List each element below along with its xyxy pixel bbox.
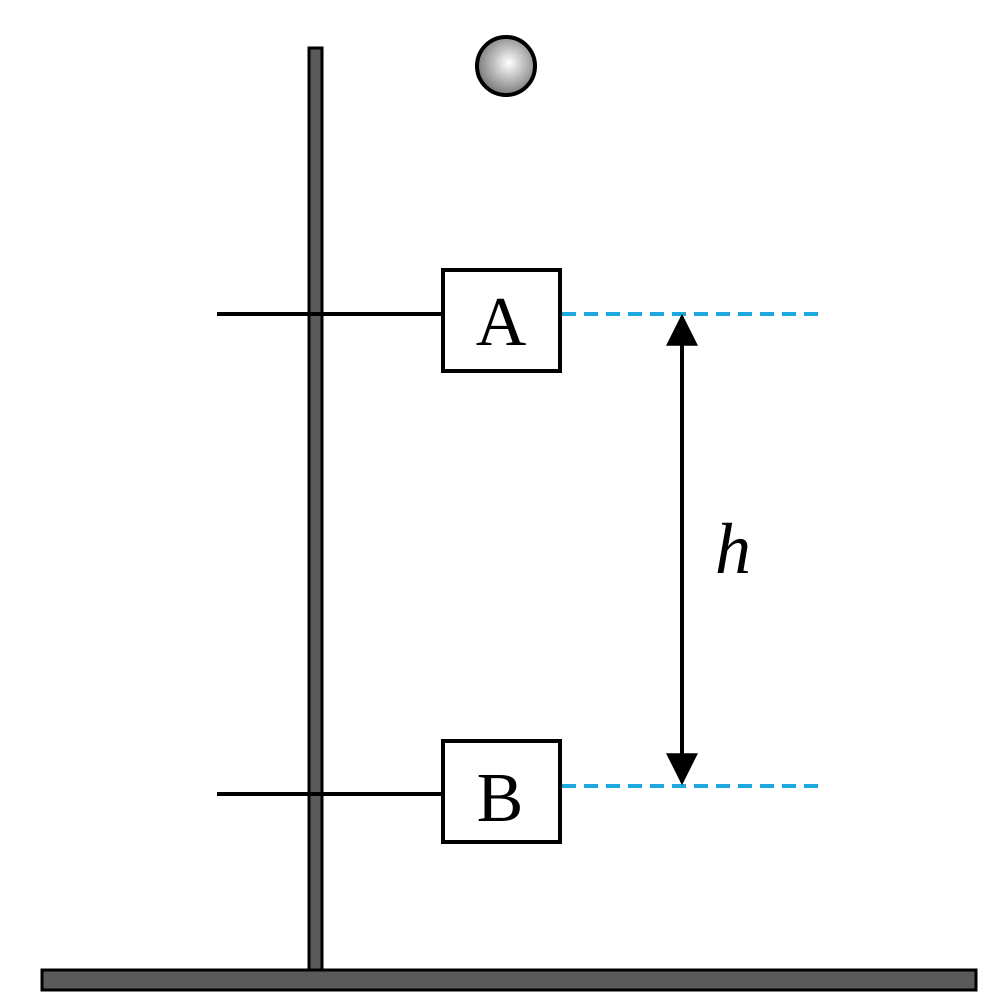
gate-a-box: [441, 268, 562, 373]
gate-b-label: B: [477, 760, 524, 837]
gate-b-box: [441, 739, 562, 844]
stand-rod: [307, 46, 324, 972]
height-label: h: [715, 509, 751, 589]
falling-ball: [475, 35, 537, 97]
stand-base: [40, 968, 978, 992]
gate-a-label: A: [476, 284, 527, 361]
